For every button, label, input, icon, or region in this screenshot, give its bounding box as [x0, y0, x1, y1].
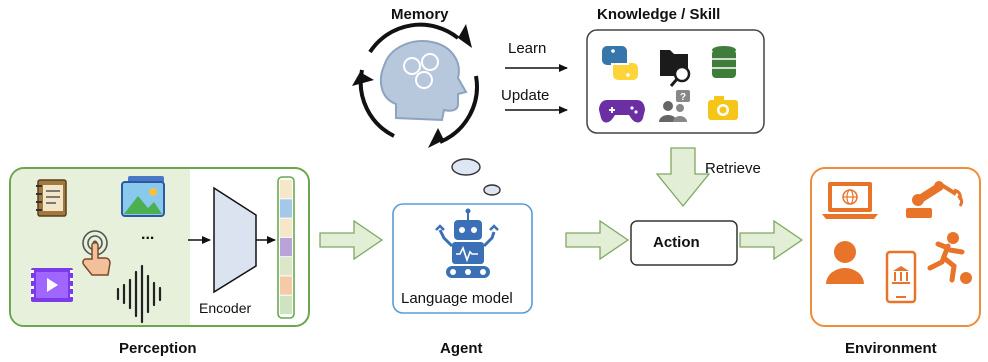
embedding-cell [280, 295, 292, 314]
encoder-label: Encoder [199, 300, 252, 316]
brain-head-icon [379, 40, 468, 122]
touch-icon [82, 230, 111, 276]
python-icon [602, 46, 638, 80]
retrieve-label: Retrieve [705, 160, 761, 177]
retrieve-arrow [655, 147, 711, 208]
video-icon [31, 268, 73, 302]
action-label: Action [653, 234, 700, 251]
embedding-cell [280, 237, 292, 257]
person-icon [826, 241, 864, 284]
embedding-cell [280, 276, 292, 295]
agent-to-action-arrow [565, 219, 630, 261]
embedding-cell [280, 180, 292, 199]
embedding-cell [280, 257, 292, 276]
perception-caption: Perception [119, 340, 197, 357]
phone-bank-icon [885, 250, 917, 304]
memory-title: Memory [391, 6, 449, 23]
soccer-player-icon [927, 232, 972, 284]
environment-caption: Environment [845, 340, 937, 357]
modalities-ellipsis: ... [141, 226, 155, 243]
language-model-label: Language model [401, 290, 513, 307]
thought-bubble-small [483, 184, 501, 196]
action-to-environment-arrow [739, 219, 804, 261]
thought-bubble-large [451, 158, 481, 176]
embedding-cells [280, 180, 292, 314]
perception-to-agent-arrow [319, 219, 384, 261]
embedding-cell [280, 199, 292, 218]
memory-cycle [352, 22, 479, 148]
robot-icon [435, 208, 499, 278]
user-question-icon: ? [659, 90, 690, 122]
agent-caption: Agent [440, 340, 483, 357]
folder-search-icon [660, 50, 691, 87]
gamepad-icon [599, 100, 645, 123]
notebook-icon [36, 179, 67, 217]
robot-arm-icon [906, 181, 964, 218]
action-box [630, 220, 738, 266]
encoder-block [213, 186, 257, 294]
laptop-globe-icon [822, 182, 878, 219]
camera-icon [708, 96, 738, 120]
knowledge-skill-title: Knowledge / Skill [597, 6, 721, 23]
learn-label: Learn [508, 40, 547, 57]
database-icon [712, 46, 736, 78]
embedding-cell [280, 218, 292, 237]
svg-text:?: ? [680, 92, 686, 103]
audio-wave-icon [116, 264, 162, 324]
image-icon [121, 176, 165, 217]
update-label: Update [501, 87, 550, 104]
